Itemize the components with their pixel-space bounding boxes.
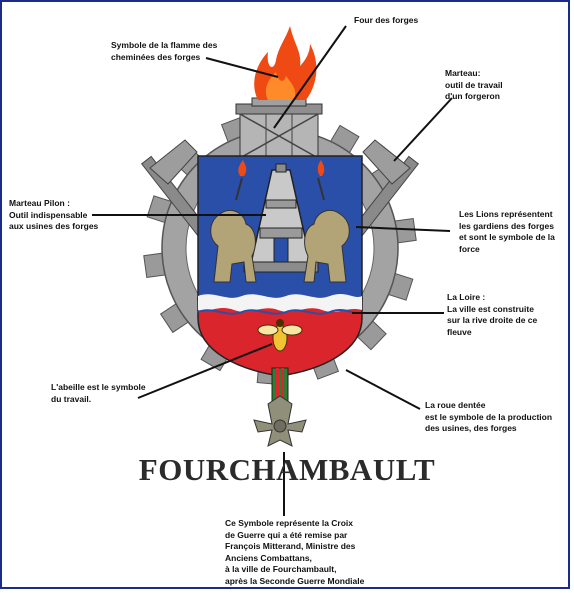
annotation-line: aux usines des forges — [9, 221, 99, 231]
annotation-line: Outil indispensable — [9, 209, 88, 220]
annotation-line: La Loire : — [447, 292, 486, 302]
annotation-line: La roue dentée — [425, 400, 486, 410]
right-lion — [303, 160, 350, 283]
annotation-line: les gardiens des forges — [459, 220, 554, 231]
annotation-line: force — [459, 243, 480, 254]
annotation-line: La ville est construite — [447, 303, 534, 314]
annotation-line: Marteau: — [445, 68, 481, 78]
annotation-line: d'un forgeron — [445, 91, 500, 101]
croix-de-guerre — [253, 367, 307, 447]
annotation-line: après la Seconde Guerre Mondiale — [225, 575, 365, 586]
city-name: FOURCHAMBAULT — [138, 452, 436, 487]
annotation-line: et sont le symbole de la — [459, 232, 555, 242]
bee — [257, 319, 303, 352]
annotation-line: Symbole de la flamme des — [111, 40, 218, 50]
annotation-line: sur la rive droite de ce — [447, 315, 538, 325]
annotation-line: est le symbole de la production — [425, 411, 553, 422]
annotation-line: Ce Symbole représente la Croix — [225, 518, 354, 528]
annotation-line: à la ville de Fourchambault, — [225, 564, 337, 574]
forge-tower — [235, 97, 323, 159]
annotation-line: des usines, des forges — [425, 423, 517, 433]
left-lion — [210, 160, 257, 283]
annotation-line: cheminées des forges — [111, 51, 201, 62]
flame — [254, 26, 317, 100]
pointer-lines — [92, 25, 453, 516]
annotation-line: Four des forges — [354, 15, 419, 25]
annotation-line: Anciens Combattans, — [225, 552, 312, 563]
annotation-line: fleuve — [447, 326, 472, 337]
annotation-line: Marteau Pilon : — [9, 198, 70, 208]
annotation-line: François Mitterand, Ministre des — [225, 541, 356, 551]
annotation-line: L'abeille est le symbole — [51, 382, 146, 392]
annotation-line: du travail. — [51, 393, 92, 404]
annotation-line: de Guerre qui a été remise par — [225, 529, 348, 540]
annotation-line: Les Lions représentent — [459, 209, 553, 219]
label-four-des-forges: Four des forges — [354, 15, 418, 27]
annotation-line: outil de travail — [445, 79, 503, 90]
